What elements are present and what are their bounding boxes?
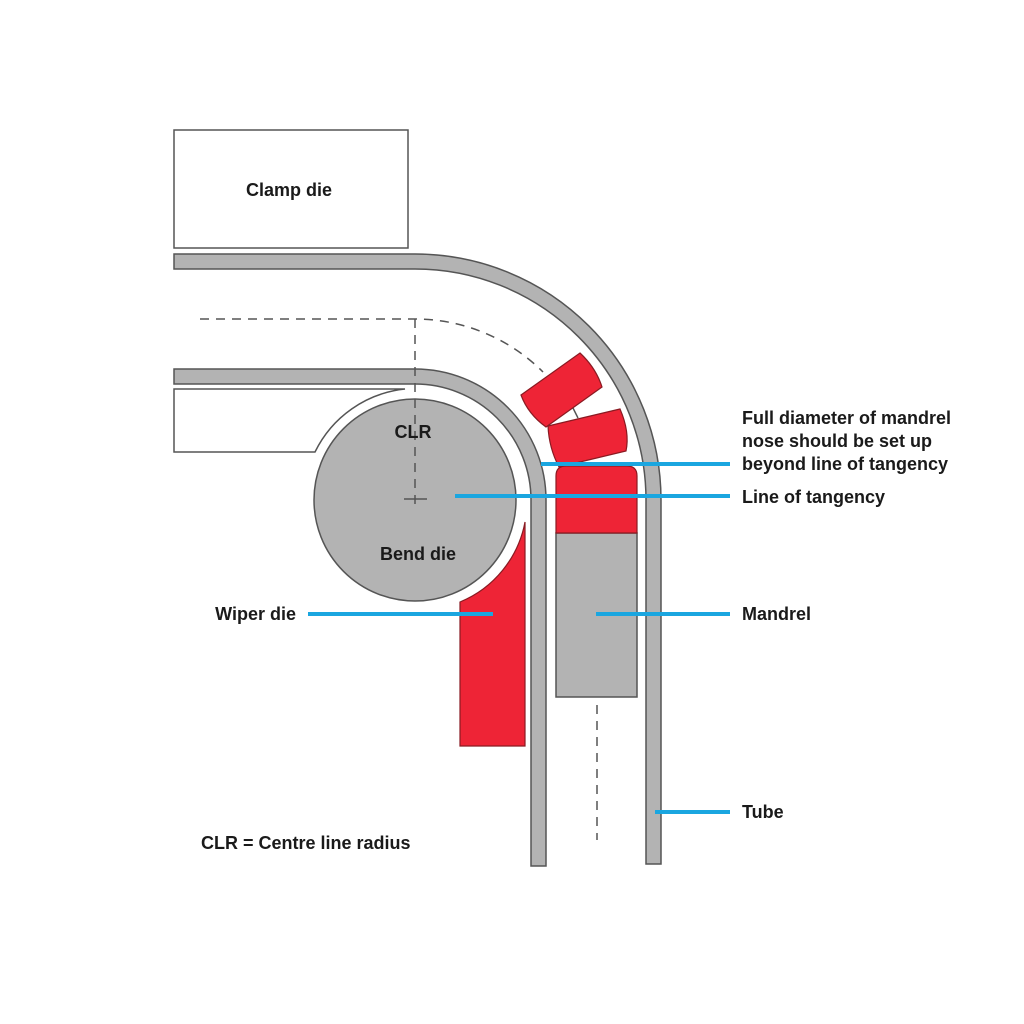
tube-centreline xyxy=(200,318,544,373)
pressure-die xyxy=(173,388,406,453)
clamp-die xyxy=(173,129,409,249)
callout-mandrel-nose-line2: nose should be set up xyxy=(742,431,932,451)
clamp-die-label: Clamp die xyxy=(246,180,332,200)
tube-outer-wall xyxy=(173,253,662,865)
mandrel-nose xyxy=(555,465,638,534)
callout-mandrel: Mandrel xyxy=(742,604,811,624)
callout-tube: Tube xyxy=(742,802,784,822)
callout-mandrel-nose-line3: beyond line of tangency xyxy=(742,454,948,474)
wiper-die xyxy=(459,521,526,747)
callout-mandrel-nose-line1: Full diameter of mandrel xyxy=(742,408,951,428)
tube-inner-wall xyxy=(173,368,547,867)
mandrel-ball-1 xyxy=(520,352,603,428)
clr-label: CLR xyxy=(395,422,432,442)
bend-die-label: Bend die xyxy=(380,544,456,564)
clr-legend: CLR = Centre line radius xyxy=(201,833,411,853)
mandrel-ball-2 xyxy=(547,408,628,468)
callout-line-of-tangency: Line of tangency xyxy=(742,487,885,507)
callout-wiper-die: Wiper die xyxy=(215,604,296,624)
